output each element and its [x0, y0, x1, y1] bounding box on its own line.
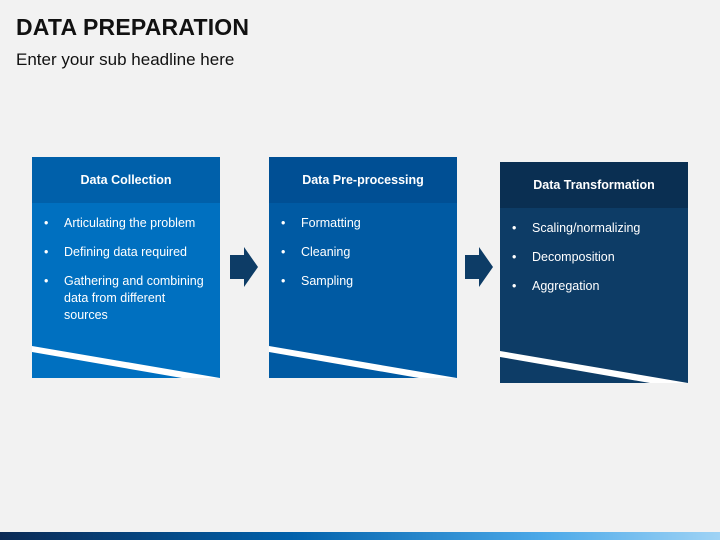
card-title: Data Pre-processing: [269, 157, 457, 203]
card-footer-shape: [269, 346, 457, 378]
list-item: Scaling/normalizing: [512, 220, 678, 237]
data-preprocessing-card: Data Pre-processing Formatting Cleaning …: [269, 157, 457, 378]
list-item: Sampling: [281, 273, 447, 290]
card-title: Data Transformation: [500, 162, 688, 208]
card-footer-shape: [32, 346, 220, 378]
card-list: Articulating the problem Defining data r…: [32, 203, 220, 324]
list-item: Defining data required: [44, 244, 210, 261]
list-item: Gathering and combining data from differ…: [44, 273, 210, 324]
data-transformation-card: Data Transformation Scaling/normalizing …: [500, 162, 688, 383]
list-item: Articulating the problem: [44, 215, 210, 232]
list-item: Decomposition: [512, 249, 678, 266]
list-item: Cleaning: [281, 244, 447, 261]
card-title: Data Collection: [32, 157, 220, 203]
list-item: Formatting: [281, 215, 447, 232]
data-collection-card: Data Collection Articulating the problem…: [32, 157, 220, 378]
card-list: Formatting Cleaning Sampling: [269, 203, 457, 290]
bottom-gradient-bar: [0, 532, 720, 540]
card-footer-shape: [500, 351, 688, 383]
chevron-right-arrow-icon: [465, 247, 493, 287]
page-title: DATA PREPARATION: [16, 14, 250, 40]
card-list: Scaling/normalizing Decomposition Aggreg…: [500, 208, 688, 295]
page-subtitle: Enter your sub headline here: [16, 50, 235, 69]
list-item: Aggregation: [512, 278, 678, 295]
chevron-right-arrow-icon: [230, 247, 258, 287]
